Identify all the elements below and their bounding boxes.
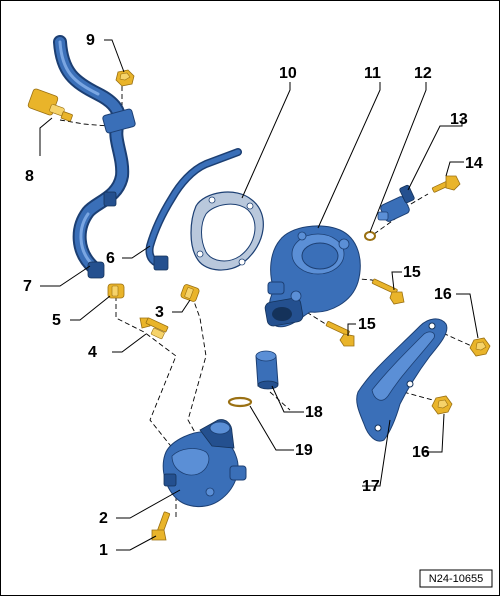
- nut-16-lower: [431, 395, 453, 415]
- callout-1: 1: [99, 542, 108, 559]
- bolt-14: [431, 175, 461, 193]
- callout-13: 13: [450, 111, 468, 128]
- high-pressure-pump-2: [162, 419, 247, 507]
- nut-9: [115, 69, 135, 87]
- reference-code: N24-10655: [429, 573, 483, 585]
- leader-lines: [39, 39, 479, 551]
- o-ring-12: [364, 231, 376, 241]
- callout-19: 19: [295, 442, 313, 459]
- sleeve-18: [255, 350, 279, 390]
- return-pipe-6: [145, 148, 242, 271]
- coolant-pipe: [53, 35, 136, 279]
- callout-17: 17: [362, 478, 380, 495]
- callout-9: 9: [86, 32, 95, 49]
- callout-14: 14: [465, 155, 483, 172]
- callout-2: 2: [99, 510, 108, 527]
- union-5: [107, 283, 125, 299]
- callout-12: 12: [414, 65, 432, 82]
- callout-3: 3: [155, 304, 164, 321]
- callout-18: 18: [305, 404, 323, 421]
- vacuum-pump-11: [264, 225, 361, 328]
- callout-11: 11: [364, 65, 381, 82]
- callout-5: 5: [52, 312, 61, 329]
- callout-10: 10: [279, 65, 297, 82]
- bracket-17: [356, 318, 448, 442]
- bolt-15-upper: [371, 278, 405, 305]
- union-3: [180, 284, 200, 302]
- callout-7: 7: [23, 278, 32, 295]
- callout-16-lower: 16: [412, 444, 430, 461]
- gasket-10: [190, 191, 264, 271]
- nut-16-upper: [469, 337, 491, 357]
- callout-15-lower: 15: [358, 316, 376, 333]
- callout-16-upper: 16: [434, 286, 452, 303]
- sensor-8: [27, 88, 73, 122]
- bolt-15-lower: [325, 321, 355, 347]
- callout-6: 6: [106, 250, 115, 267]
- seal-ring-19: [227, 396, 253, 408]
- bolt-1: [151, 511, 171, 541]
- sensor-13: [377, 184, 415, 222]
- callout-4: 4: [88, 344, 97, 361]
- callout-8: 8: [25, 168, 34, 185]
- callout-15-upper: 15: [403, 264, 421, 281]
- reference-code-box: N24-10655: [419, 569, 493, 588]
- callout-labels: 9 8 7 5 4 6 3 10 11 12 13 14 15 15 16 16…: [23, 32, 483, 559]
- bolt-4: [139, 317, 169, 340]
